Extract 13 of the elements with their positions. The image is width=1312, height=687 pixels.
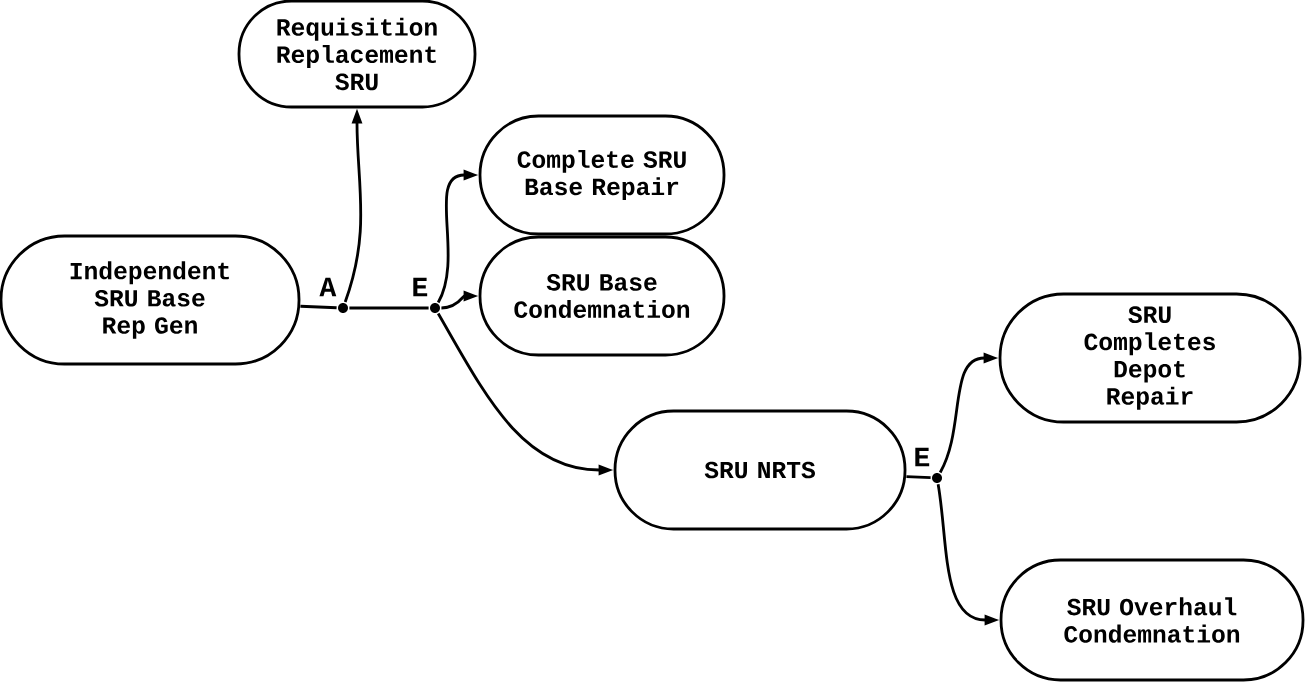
junction-label: A <box>319 277 337 297</box>
connector <box>300 304 337 310</box>
connector <box>906 475 931 480</box>
connector <box>349 306 429 310</box>
process-box: Complete SRU Base Repair <box>478 114 726 236</box>
junction-label: E <box>915 447 930 467</box>
process-box: Independent SRU Base Rep Gen <box>0 234 301 366</box>
junction-label: E <box>413 277 428 297</box>
process-box: SRU Completes Depot Repair <box>998 292 1302 424</box>
process-box: SRU Base Condemnation <box>478 235 726 357</box>
process-box: Requisition Replacement SRU <box>237 0 477 109</box>
process-box: SRU NRTS <box>613 409 907 531</box>
process-box: SRU Overhaul Condemnation <box>999 558 1305 682</box>
